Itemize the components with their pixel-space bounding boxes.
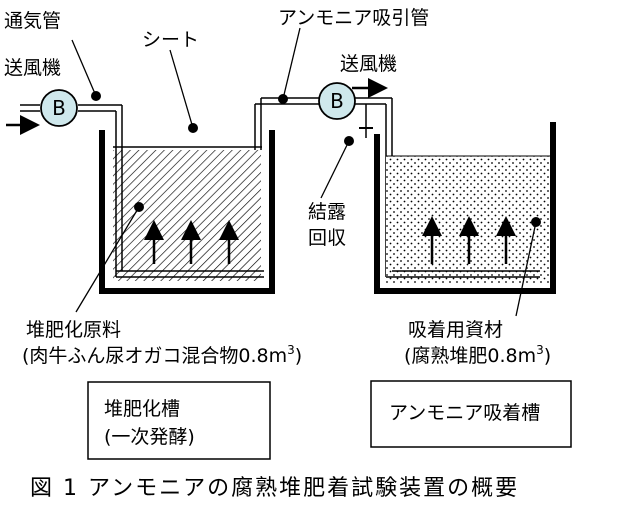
label-vent-pipe: 通気管 <box>4 10 61 32</box>
box-compost-tank-line1: 堆肥化槽 <box>104 398 180 420</box>
figure-caption: 図 1 アンモニアの腐熟堆肥着試験装置の概要 <box>30 476 519 501</box>
blower-right-symbol: B <box>330 89 344 113</box>
compost-tank-wall <box>99 130 275 294</box>
box-compost-tank-line2: (一次発酵) <box>104 426 195 448</box>
label-ammonia-suction-pipe: アンモニア吸引管 <box>278 7 429 29</box>
label-blower-right: 送風機 <box>340 53 397 75</box>
adsorption-tank-wall <box>374 122 556 294</box>
box-compost-tank <box>87 381 271 460</box>
label-condensation-2: 回収 <box>308 227 346 249</box>
label-sheet: シート <box>142 29 199 51</box>
box-adsorption-tank <box>370 380 572 448</box>
blower-left: B <box>40 89 78 127</box>
adsorption-tank <box>374 122 556 294</box>
label-condensation-1: 結露 <box>308 201 346 223</box>
box-adsorption-tank-label: アンモニア吸着槽 <box>389 402 540 424</box>
callouts <box>71 27 541 317</box>
compost-tank <box>99 98 275 294</box>
label-compost-material-1: 堆肥化原料 <box>26 319 121 341</box>
blower-left-symbol: B <box>52 96 66 120</box>
compost-material-fill <box>113 150 261 281</box>
label-blower-left: 送風機 <box>4 57 61 79</box>
label-compost-material-2: (肉牛ふん尿オガコ混合物0.8m3) <box>22 343 302 367</box>
label-adsorbent-2: (腐熟堆肥0.8m3) <box>404 343 551 367</box>
label-adsorbent-1: 吸着用資材 <box>408 319 503 341</box>
blower-right: B <box>318 82 356 120</box>
inlet-piping <box>6 104 123 135</box>
